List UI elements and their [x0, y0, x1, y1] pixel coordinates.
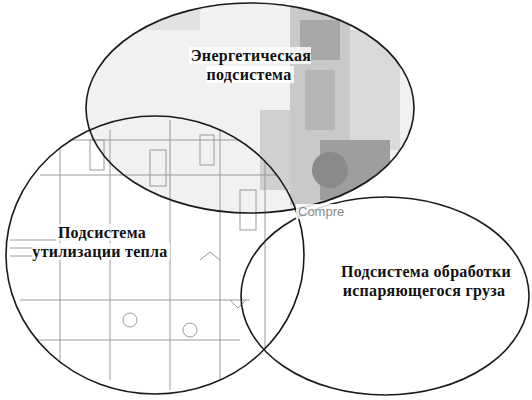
engine-photo — [85, 0, 415, 215]
subsystem-name: Подсистема обработки испаряющегося груза — [339, 263, 511, 299]
subsystem-name: Энергетическая подсистема — [189, 47, 312, 83]
boil-off-gas-ellipse: Подсистема обработки испаряющегося груза — [240, 196, 530, 396]
heat-recovery-ellipse: Подсистема утилизации тепла — [5, 115, 305, 395]
subsystem-text: Подсистема обработки испаряющегося груза — [338, 262, 512, 300]
subsystem-text: Энергетическая подсистема — [163, 46, 337, 84]
heat-scheme — [10, 120, 290, 390]
subsystem-name: Подсистема утилизации тепла — [32, 224, 169, 260]
ellipse-outline — [85, 2, 415, 214]
photo-watermark: Compre — [296, 204, 346, 219]
subsystem-text: Подсистема утилизации тепла — [23, 223, 179, 261]
energy-subsystem-ellipse: Энергетическая подсистема — [85, 2, 415, 214]
